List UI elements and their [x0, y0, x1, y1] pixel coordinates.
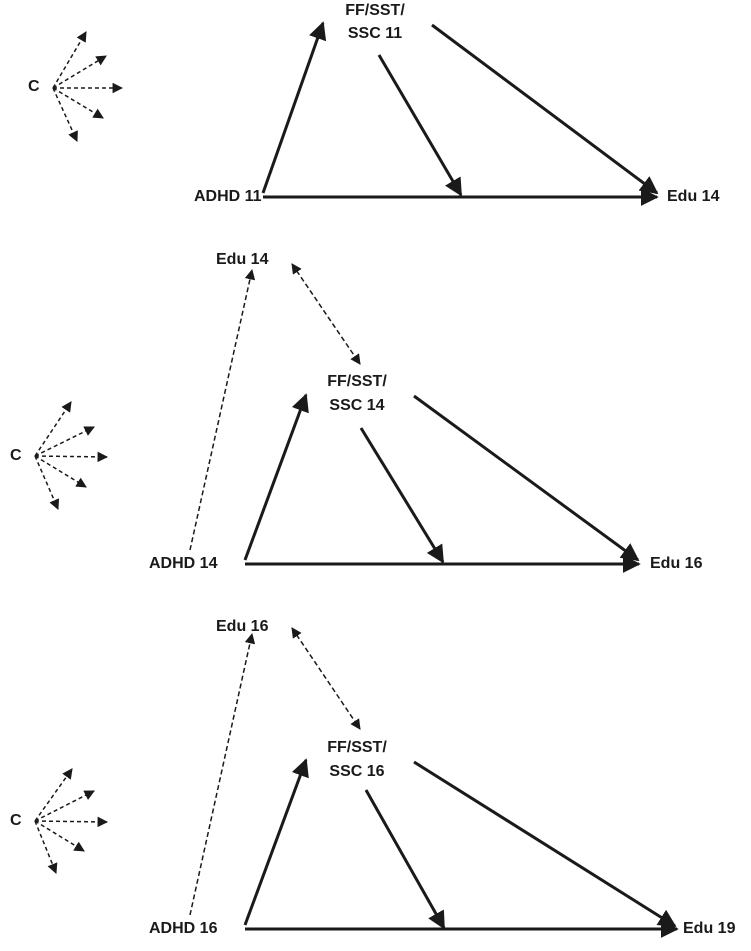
mediator-label-1-line2: SSC 11 [347, 25, 403, 42]
panel-1 [52, 21, 659, 206]
arrow-predictor-to-mediator-1 [261, 21, 327, 194]
arrow-mediator-to-outcome-1 [431, 23, 659, 195]
outcome-label-3: Edu 19 [683, 920, 736, 937]
dashed-predictor-to-prior-3 [189, 632, 256, 916]
predictor-label-2: ADHD 14 [149, 555, 218, 572]
prior-outcome-label-3: Edu 16 [216, 618, 269, 635]
arrow-mediator-to-path-1 [377, 54, 463, 197]
arrow-predictor-to-mediator-3 [243, 758, 309, 926]
arrow-mediator-to-path-2 [359, 427, 445, 564]
predictor-label-3: ADHD 16 [149, 920, 218, 937]
panel-2 [34, 263, 641, 573]
predictor-label-1: ADHD 11 [194, 188, 262, 205]
arrow-predictor-to-mediator-2 [243, 393, 309, 561]
dashed-prior-mediator-2 [291, 263, 361, 365]
outcome-label-1: Edu 14 [667, 188, 720, 205]
covariate-fan-1 [52, 31, 124, 142]
covariate-label-2: C [10, 447, 22, 464]
covariate-label-3: C [10, 812, 22, 829]
panel-3 [34, 627, 679, 938]
mediator-label-3-line2: SSC 16 [329, 763, 385, 780]
mediator-label-2-line1: FF/SST/ [327, 373, 387, 390]
dashed-predictor-to-prior-2 [189, 268, 256, 551]
mediator-label-3-line1: FF/SST/ [327, 739, 387, 756]
dashed-prior-mediator-3 [291, 627, 361, 730]
arrow-mediator-to-path-3 [364, 789, 446, 930]
covariate-fan-2 [34, 401, 109, 510]
covariate-label-1: C [28, 78, 40, 95]
arrow-mediator-to-outcome-2 [413, 394, 640, 562]
covariate-fan-3 [34, 768, 109, 874]
mediator-label-1-line1: FF/SST/ [345, 2, 405, 19]
prior-outcome-label-2: Edu 14 [216, 251, 269, 268]
outcome-label-2: Edu 16 [650, 555, 703, 572]
mediator-label-2-line2: SSC 14 [329, 397, 385, 414]
arrow-mediator-to-outcome-3 [413, 760, 677, 928]
